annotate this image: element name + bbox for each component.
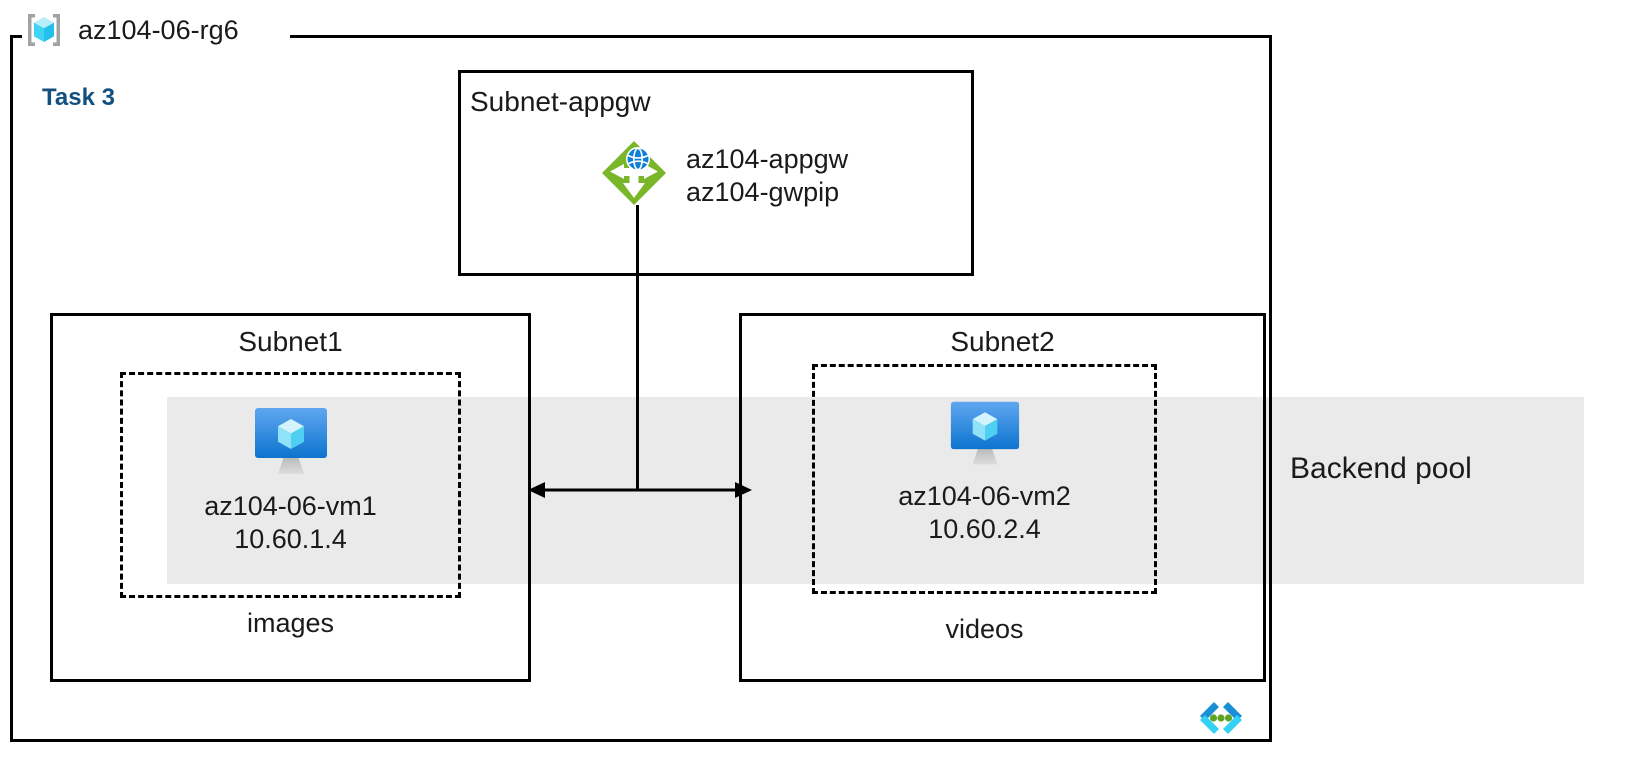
application-gateway-icon <box>598 137 670 214</box>
subnet1-title: Subnet1 <box>238 326 343 357</box>
subnet2-vm-ip: 10.60.2.4 <box>928 514 1041 545</box>
subnet1-vm-ip: 10.60.1.4 <box>234 524 347 555</box>
resource-group-header: az104-06-rg6 <box>22 8 239 52</box>
resource-group-box <box>10 35 1272 742</box>
resource-group-cube-icon <box>22 8 66 52</box>
subnet-appgw-title: Subnet-appgw <box>470 86 651 117</box>
subnet2-box <box>739 313 1266 682</box>
subnet2-vm-group-dashed-box <box>812 364 1157 594</box>
subnet2-vm-cell: az104-06-vm2 10.60.2.4 <box>812 398 1157 547</box>
appgw-resource-name: az104-appgw <box>686 143 849 174</box>
subnet1-box <box>50 313 531 682</box>
subnet1-vm-cell: az104-06-vm1 10.60.1.4 <box>120 404 461 557</box>
backend-pool-band <box>167 397 1584 584</box>
subnet2-vm-name: az104-06-vm2 <box>898 481 1071 511</box>
application-gateway-group: az104-appgw az104-gwpip <box>598 137 848 214</box>
application-gateway-names: az104-appgw az104-gwpip <box>686 143 848 209</box>
virtual-network-subnet-icon <box>1194 698 1248 743</box>
resource-group-name: az104-06-rg6 <box>78 14 239 45</box>
virtual-machine-icon <box>120 404 461 480</box>
backend-pool-label: Backend pool <box>1290 452 1472 485</box>
connector-subnet1-subnet2-arrow <box>528 482 752 498</box>
subnet1-caption: images <box>246 608 335 638</box>
connector-appgw-vertical-line <box>636 205 639 490</box>
resource-group-title-mask <box>22 22 290 50</box>
task-label: Task 3 <box>42 84 115 111</box>
subnet1-vm-group-dashed-box <box>120 372 461 598</box>
subnet2-title: Subnet2 <box>950 326 1055 357</box>
subnet-appgw-box <box>458 70 974 276</box>
virtual-machine-icon <box>812 398 1157 470</box>
subnet1-vm-name: az104-06-vm1 <box>204 491 377 521</box>
gwpip-resource-name: az104-gwpip <box>686 176 840 207</box>
subnet2-caption: videos <box>945 614 1024 644</box>
